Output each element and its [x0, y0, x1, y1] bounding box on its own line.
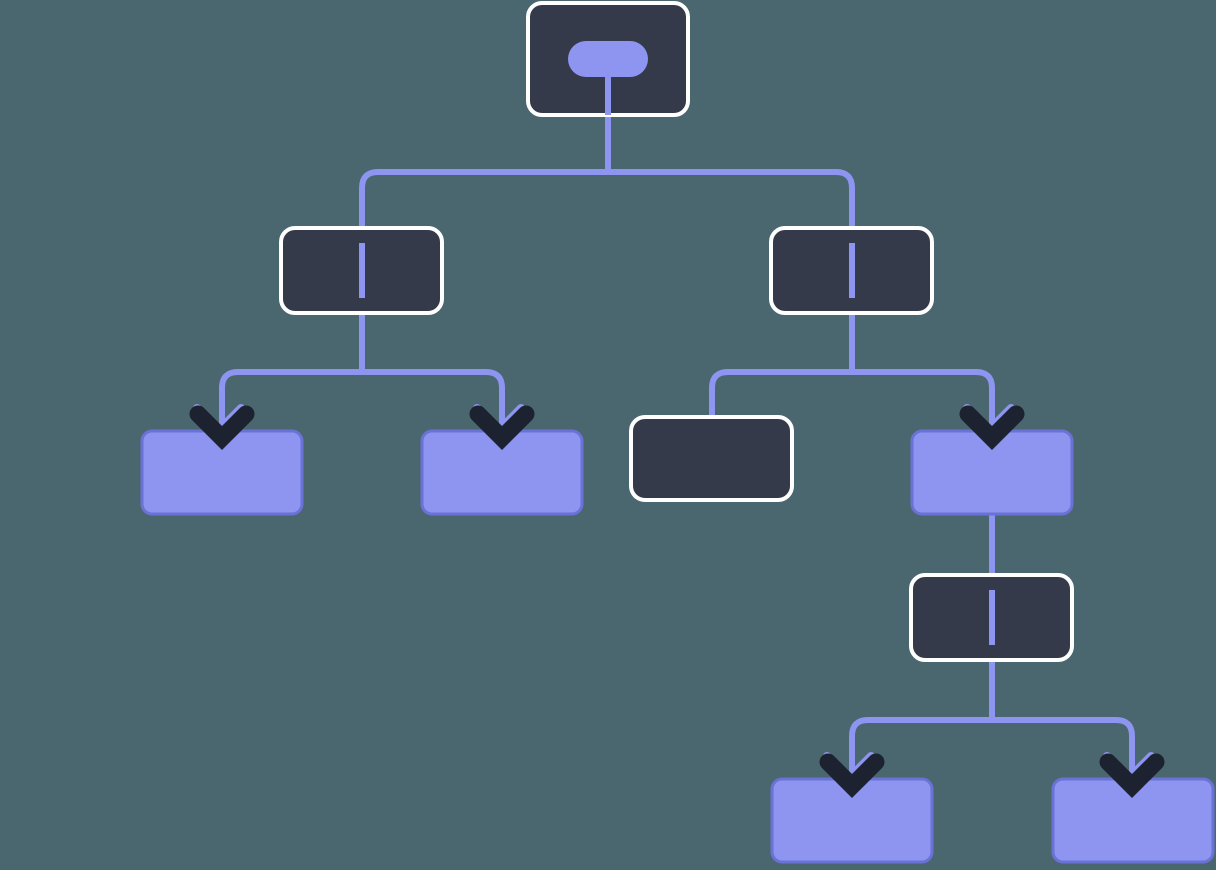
edge-root-right: [608, 169, 855, 243]
chevron-down-icon: [469, 405, 535, 451]
edge-left-leaf1: [219, 369, 362, 438]
chevron-down-icon: [959, 405, 1025, 451]
arrowheads-layer: [189, 404, 1165, 799]
edge-root-left: [359, 169, 608, 243]
node-dark-leaf[interactable]: [629, 415, 794, 502]
chevron-down-icon: [819, 753, 885, 799]
edge-deep-leaf3: [849, 717, 992, 786]
root-pill-badge: [568, 41, 648, 77]
node-branch-right[interactable]: [769, 226, 934, 315]
node-branch-left[interactable]: [279, 226, 444, 315]
chevron-down-icon: [189, 405, 255, 451]
edge-right-mid: [852, 369, 995, 438]
arrowhead-branch-mid: [959, 404, 1025, 451]
node-root[interactable]: [526, 1, 690, 117]
nodes-layer: [140, 1, 1215, 864]
node-branch-deep[interactable]: [909, 573, 1074, 662]
arrowhead-leaf-3: [819, 752, 885, 799]
node-body[interactable]: [629, 415, 794, 502]
edge-right-darkleaf: [709, 369, 852, 419]
edge-deep-leaf4: [992, 717, 1135, 786]
arrowhead-leaf-4: [1099, 752, 1165, 799]
arrowhead-leaf-2: [469, 404, 535, 451]
arrowhead-leaf-1: [189, 404, 255, 451]
chevron-down-icon: [1099, 753, 1165, 799]
edge-left-leaf2: [362, 369, 505, 438]
